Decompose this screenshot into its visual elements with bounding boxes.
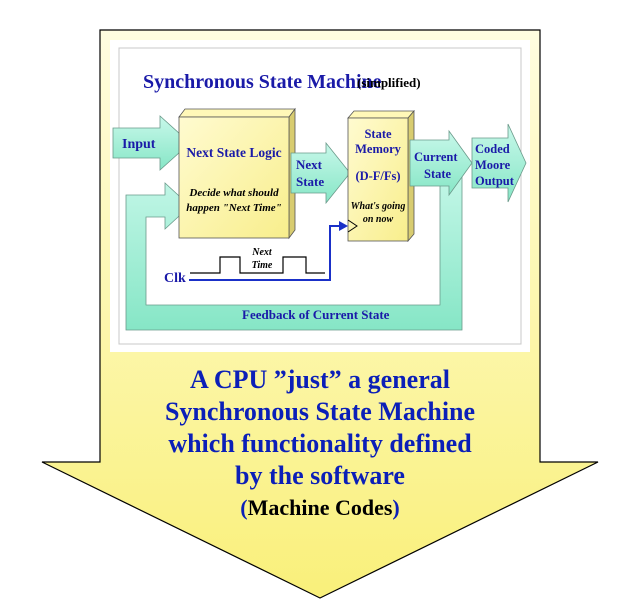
caption-line-4: by the software	[235, 461, 405, 490]
caption-line-5: (Machine Codes)	[100, 492, 540, 524]
clock-waveform	[190, 256, 325, 274]
next-state-logic-desc-1: Decide what should	[188, 187, 279, 199]
state-memory-box-top	[347, 110, 415, 119]
next-time-label-1: Next	[251, 247, 273, 258]
clk-label: Clk	[164, 271, 186, 286]
caption-line-3: which functionality defined	[168, 429, 472, 458]
state-memory-box	[347, 117, 409, 242]
caption-machine-codes: Machine Codes	[247, 495, 393, 520]
next-state-logic-desc-2: happen "Next Time"	[186, 202, 282, 214]
next-state-label-2: State	[296, 174, 324, 189]
state-memory-line-2: Memory	[355, 142, 402, 156]
next-state-label-1: Next	[296, 157, 323, 172]
caption: A CPU ”just” a general Synchronous State…	[100, 364, 540, 524]
clock-line	[189, 225, 342, 281]
input-label: Input	[122, 137, 156, 152]
caption-line-2: Synchronous State Machine	[164, 397, 476, 426]
feedback-loop-arrow	[125, 162, 463, 331]
output-label-1: Coded	[475, 142, 510, 156]
current-state-arrow	[409, 129, 473, 197]
next-state-logic-box-top	[178, 108, 296, 118]
state-memory-line-1: State	[364, 127, 392, 141]
current-state-label-2: State	[424, 167, 452, 181]
next-time-label-2: Time	[252, 260, 273, 271]
next-state-logic-title: Next State Logic	[186, 145, 281, 160]
state-memory-line-3: (D-F/Fs)	[355, 169, 400, 183]
current-state-label-1: Current	[414, 150, 458, 164]
output-label-3: Output	[475, 174, 515, 188]
diagram-title-suffix: (simplified)	[357, 75, 421, 90]
state-memory-desc-2: on now	[363, 214, 394, 225]
clock-input-marker	[347, 219, 358, 233]
caption-paren-close: )	[392, 495, 400, 520]
output-arrow	[471, 123, 527, 203]
output-label-2: Moore	[475, 158, 511, 172]
caption-paren-open: (	[240, 495, 248, 520]
feedback-label: Feedback of Current State	[242, 307, 390, 322]
input-arrow	[112, 115, 191, 171]
next-state-arrow	[290, 141, 351, 205]
clock-arrowhead	[339, 221, 348, 231]
next-state-logic-box	[178, 116, 290, 239]
diagram-title: Synchronous State Machine	[143, 71, 382, 93]
caption-line-1: A CPU ”just” a general	[190, 365, 450, 394]
state-memory-desc-1: What's going	[351, 201, 406, 212]
